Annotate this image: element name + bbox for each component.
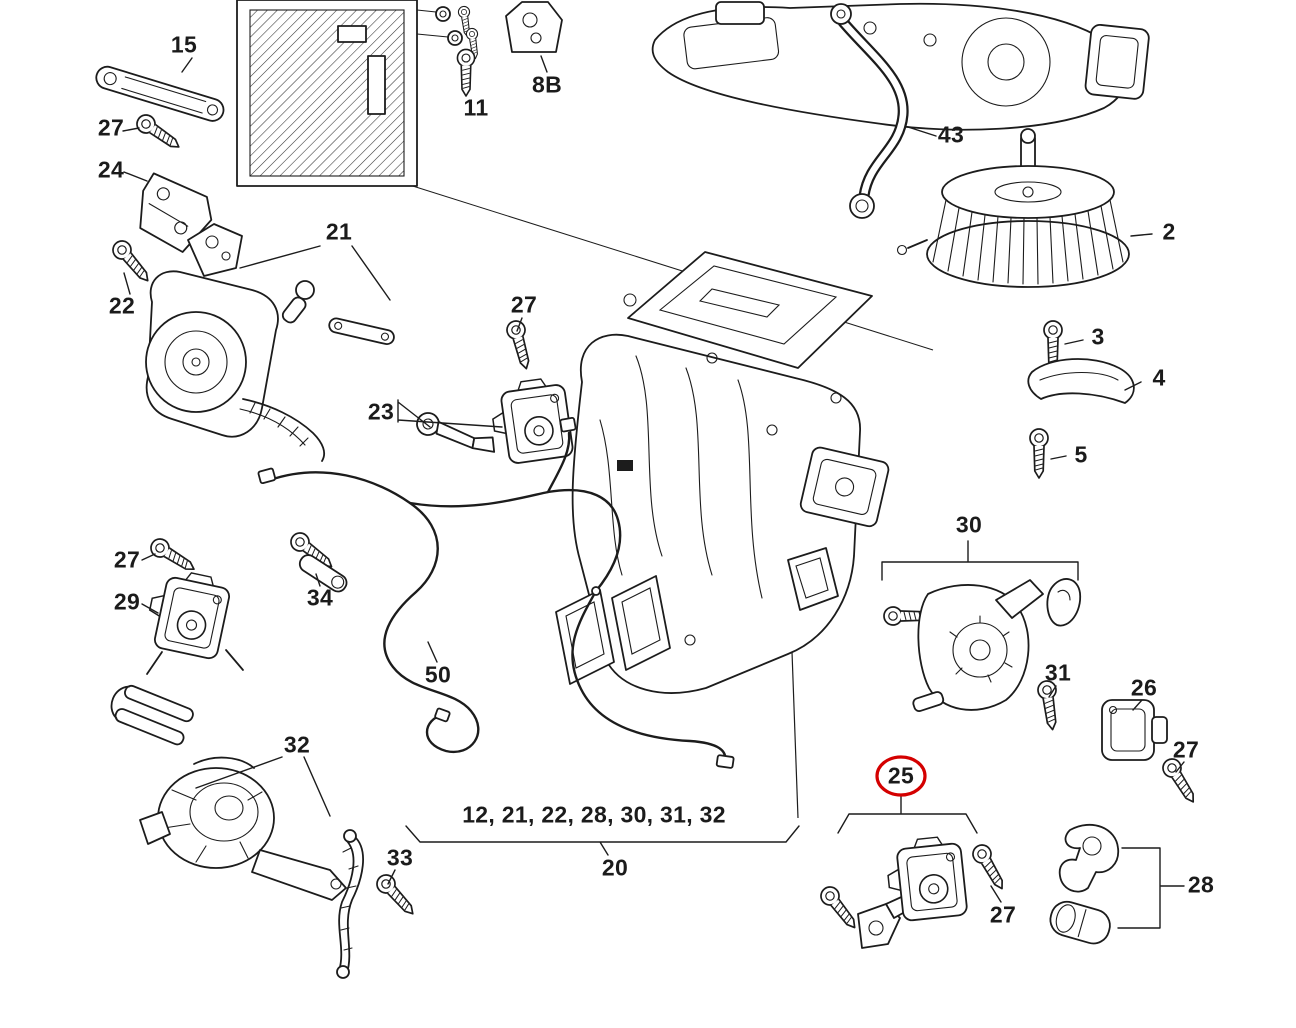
callout-group-list[interactable]: 12, 21, 22, 28, 30, 31, 32 xyxy=(462,801,726,828)
screw-27-b xyxy=(504,318,536,372)
control-module-26 xyxy=(1101,699,1168,761)
bracket-24 xyxy=(139,172,213,253)
screw-27-d xyxy=(146,534,200,578)
blower-motor-fan-2 xyxy=(896,128,1130,288)
bracket-8b xyxy=(505,1,563,53)
callout-11[interactable]: 11 xyxy=(463,94,489,121)
callout-28[interactable]: 28 xyxy=(1187,871,1215,898)
actuator-25-group xyxy=(816,833,1011,949)
callout-15[interactable]: 15 xyxy=(170,31,198,58)
callout-22[interactable]: 22 xyxy=(108,292,136,319)
callout-31[interactable]: 31 xyxy=(1044,659,1072,686)
screw-27-a xyxy=(132,110,185,156)
callout-27-a[interactable]: 27 xyxy=(97,114,125,141)
actuator-assembly-30 xyxy=(883,578,1081,712)
callout-27-b[interactable]: 27 xyxy=(510,291,538,318)
callout-32[interactable]: 32 xyxy=(283,731,311,758)
screw-5 xyxy=(1029,428,1049,479)
intake-hose-43 xyxy=(830,3,909,219)
actuator-29 xyxy=(141,565,244,675)
highlight-circle-25 xyxy=(875,755,927,797)
actuator-assembly-21 xyxy=(145,223,395,462)
screw-31 xyxy=(1035,678,1063,732)
callout-5[interactable]: 5 xyxy=(1074,441,1088,468)
callout-3[interactable]: 3 xyxy=(1091,323,1105,350)
callout-26[interactable]: 26 xyxy=(1130,674,1158,701)
callout-8B[interactable]: 8B xyxy=(531,71,563,98)
callout-30[interactable]: 30 xyxy=(955,511,983,538)
actuator-23 xyxy=(416,375,575,467)
bolts-11 xyxy=(456,5,482,97)
housing-group-line xyxy=(790,623,799,819)
sleeve-28 xyxy=(1049,900,1111,945)
heater-core xyxy=(236,0,463,187)
wiring-harness-50 xyxy=(257,416,735,769)
grommet-28 xyxy=(1058,823,1120,893)
callout-50[interactable]: 50 xyxy=(424,661,452,688)
callout-34[interactable]: 34 xyxy=(306,584,334,611)
callout-27-d[interactable]: 27 xyxy=(113,546,141,573)
main-hvac-housing xyxy=(555,251,890,694)
callout-24[interactable]: 24 xyxy=(97,156,125,183)
callout-23[interactable]: 23 xyxy=(367,398,395,425)
mounting-bracket-15 xyxy=(95,65,225,122)
callout-33[interactable]: 33 xyxy=(386,844,414,871)
actuator-assembly-32 xyxy=(110,684,347,901)
callout-27-c[interactable]: 27 xyxy=(1172,736,1200,763)
screw-27-e xyxy=(968,840,1011,894)
cover-4 xyxy=(1027,358,1135,404)
leader-lines xyxy=(122,55,1185,929)
callout-27-e[interactable]: 27 xyxy=(989,901,1017,928)
callout-43[interactable]: 43 xyxy=(937,121,965,148)
callout-25-highlighted[interactable]: 25 xyxy=(887,762,915,789)
callout-29[interactable]: 29 xyxy=(113,588,141,615)
callout-20[interactable]: 20 xyxy=(601,854,629,881)
callout-4[interactable]: 4 xyxy=(1152,364,1166,391)
linkage-33 xyxy=(336,829,421,979)
callout-21[interactable]: 21 xyxy=(325,218,353,245)
screw-22 xyxy=(108,236,156,288)
callout-2[interactable]: 2 xyxy=(1162,218,1176,245)
